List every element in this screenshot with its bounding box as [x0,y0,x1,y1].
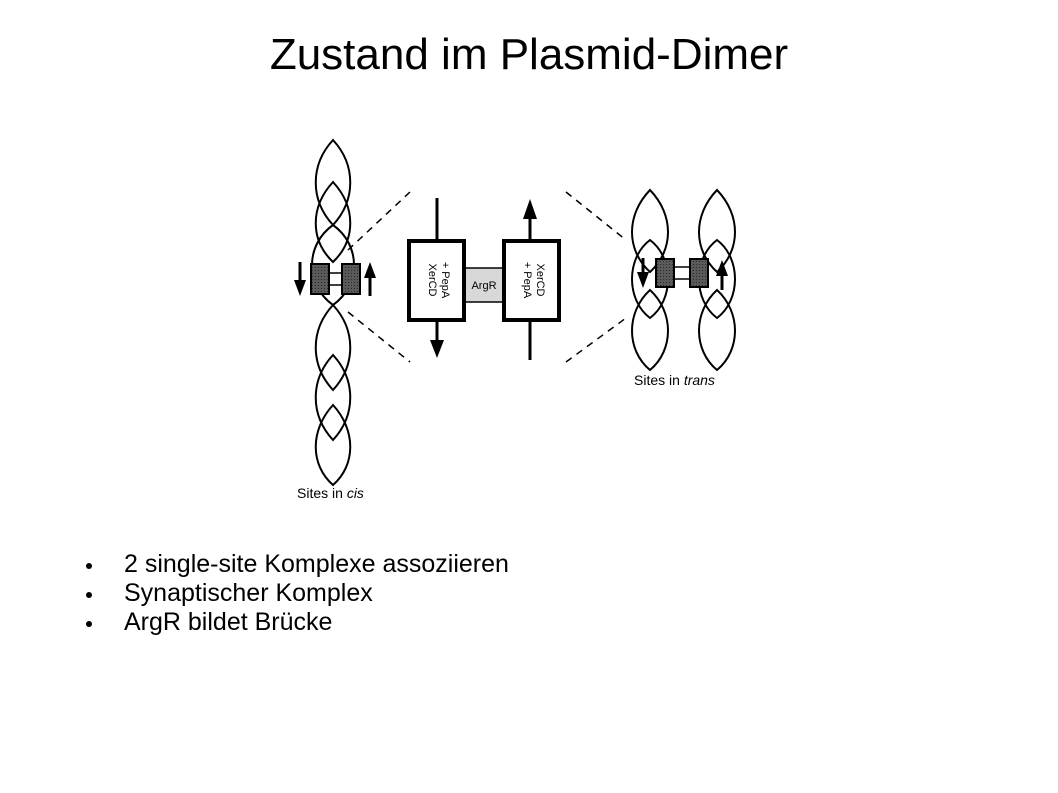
trans-arrow-up [716,260,728,290]
left-protein-label-2: + PepA [439,262,451,299]
zoom-lines [347,191,627,363]
bullet-dot [86,592,92,598]
bullet-dot [86,563,92,569]
cis-arrow-down [294,262,306,296]
cis-arrow-up [364,262,376,296]
argr-bridge [462,267,506,303]
bullet-text: Synaptischer Komplex [124,579,373,607]
argr-label: ArgR [471,280,496,292]
bullet-list: 2 single-site Komplexe assoziieren Synap… [86,550,509,637]
left-protein-label-1: XerCD [426,263,438,296]
slide-title: Zustand im Plasmid-Dimer [269,30,789,79]
trans-arrow-down [637,258,649,288]
cis-label: Sites in cis [297,485,364,501]
trans-label: Sites in trans [634,372,715,388]
bullet-item: 2 single-site Komplexe assoziieren [86,550,509,579]
bullet-text: 2 single-site Komplexe assoziieren [124,550,509,578]
trans-synaptic-complex [655,258,709,288]
xercd-left-box [407,239,466,322]
bullet-item: Synaptischer Komplex [86,579,509,608]
cis-dna-strand [311,138,355,487]
bullet-text: ArgR bildet Brücke [124,608,333,636]
right-protein-label-2: + PepA [521,262,533,299]
bullet-item: ArgR bildet Brücke [86,608,509,637]
right-protein-label-1: XerCD [534,263,546,296]
cis-synaptic-complex [310,263,361,295]
bullet-dot [86,621,92,627]
xercd-right-box [502,239,561,322]
